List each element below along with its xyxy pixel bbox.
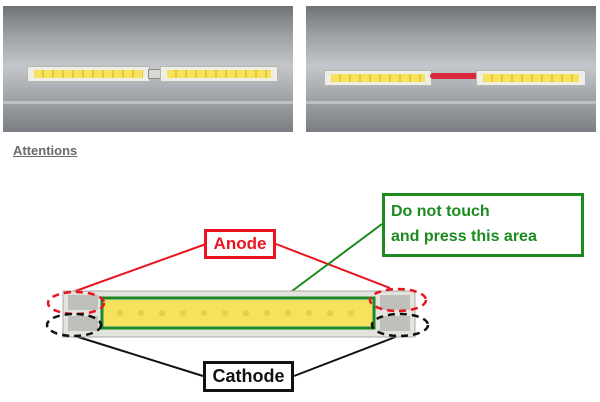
cathode-pad-right [380, 316, 410, 331]
anode-pad-right [380, 295, 410, 310]
cathode-pointer-left [74, 335, 204, 377]
do-not-touch-label: Do not touch and press this area [382, 193, 584, 257]
cathode-pad-left [68, 316, 98, 331]
cathode-pointer-right [293, 335, 399, 377]
led-dots [117, 310, 354, 316]
anode-label: Anode [204, 229, 276, 259]
touch-area-pointer [279, 223, 383, 301]
do-not-touch-line2: and press this area [391, 228, 537, 245]
touch-area-outline [100, 296, 376, 330]
cathode-marker-left [45, 312, 103, 338]
photo-strips-wired [306, 6, 596, 132]
cathode-marker-right [370, 312, 430, 338]
do-not-touch-line1: Do not touch [391, 203, 490, 220]
anode-pointer-right [275, 243, 391, 289]
attentions-heading[interactable]: Attentions [13, 143, 78, 158]
led-strip [476, 70, 586, 86]
anode-marker-left [46, 290, 106, 316]
anode-marker-right [368, 287, 428, 313]
red-wire [430, 73, 478, 79]
photo-strips-joined [3, 6, 293, 132]
anode-pointer-left [69, 243, 207, 294]
cathode-label: Cathode [203, 361, 294, 392]
anode-pad-left [68, 295, 98, 310]
led-strip [160, 66, 278, 82]
led-strip [324, 70, 432, 86]
